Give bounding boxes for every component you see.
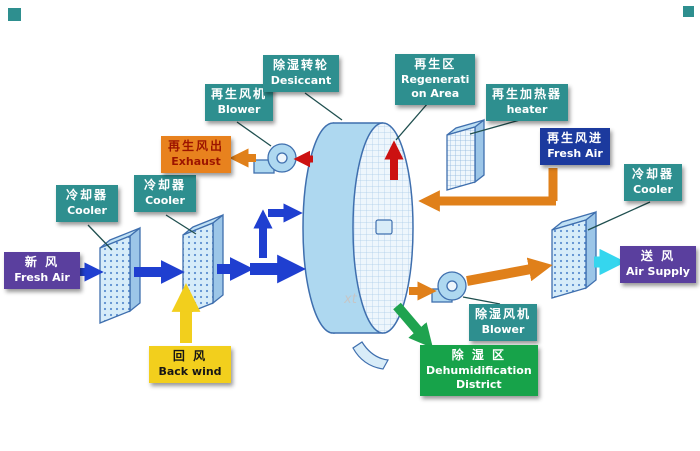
label-air-supply: 送 风 Air Supply (620, 246, 696, 283)
label-dehum-district: 除 湿 区 Dehumidification District (420, 345, 538, 397)
label-exhaust-en: Exhaust (171, 154, 221, 168)
label-pointer-lines (87, 92, 651, 305)
label-back-wind-en: Back wind (158, 364, 222, 378)
label-back-wind: 回 风 Back wind (149, 346, 231, 383)
label-fresh-air-in: 新 风 Fresh Air (4, 252, 80, 289)
label-regen-area-en2: on Area (411, 86, 460, 100)
label-cooler-1: 冷却器 Cooler (56, 185, 118, 222)
label-air-supply-en: Air Supply (626, 264, 690, 278)
label-cooler-2-zh: 冷却器 (143, 178, 186, 192)
label-regen-fresh-air: 再生风进 Fresh Air (540, 128, 610, 165)
heater-box (446, 118, 485, 191)
orange-flow-arrows (229, 148, 558, 301)
label-fresh-air-in-zh: 新 风 (24, 255, 60, 269)
corner-square-top-right (683, 6, 694, 17)
label-heater-zh: 再生加热器 (492, 87, 563, 101)
label-cooler-2-en: Cooler (145, 193, 185, 207)
label-dehum-blower-en: Blower (481, 322, 525, 336)
label-regen-area: 再生区 Regenerati on Area (395, 54, 476, 106)
label-air-supply-zh: 送 风 (640, 249, 676, 263)
label-cooler-1-en: Cooler (67, 203, 107, 217)
wheel-ribbon (352, 341, 389, 370)
label-regen-fresh-air-zh: 再生风进 (546, 131, 603, 145)
label-cooler-3-zh: 冷却器 (631, 167, 674, 181)
dehum-blower-unit (431, 271, 467, 303)
label-regen-blower: 再生风机 Blower (205, 84, 274, 121)
label-cooler-1-zh: 冷却器 (65, 188, 108, 202)
label-heater: 再生加热器 heater (486, 84, 569, 121)
label-regen-area-en1: Regenerati (401, 72, 470, 86)
label-regen-area-zh: 再生区 (414, 57, 457, 71)
label-dehum-district-en1: Dehumidification (426, 363, 532, 377)
wheel-axle (375, 219, 393, 235)
label-cooler-3: 冷却器 Cooler (624, 164, 682, 201)
label-exhaust-zh: 再生风出 (167, 139, 224, 153)
label-desiccant-zh: 除湿转轮 (272, 58, 329, 72)
blue-flow-arrows (80, 203, 306, 285)
label-cooler-3-en: Cooler (633, 182, 673, 196)
label-back-wind-zh: 回 风 (172, 349, 208, 363)
watermark-text: xt (344, 292, 357, 307)
corner-square-top-left (8, 8, 21, 21)
label-dehum-district-en2: District (455, 377, 502, 391)
regen-blower-unit (253, 143, 297, 174)
label-regen-blower-zh: 再生风机 (211, 87, 268, 101)
label-dehum-blower-zh: 除湿风机 (475, 307, 532, 321)
label-dehum-blower: 除湿风机 Blower (469, 304, 538, 341)
dehum-district-arrow (393, 302, 434, 349)
label-heater-en: heater (506, 102, 548, 116)
red-flow-arrows (293, 140, 404, 180)
label-regen-fresh-air-en: Fresh Air (547, 146, 603, 160)
label-dehum-district-zh: 除 湿 区 (451, 348, 506, 362)
label-exhaust: 再生风出 Exhaust (161, 136, 231, 173)
label-cooler-2: 冷却器 Cooler (134, 175, 196, 212)
label-desiccant: 除湿转轮 Desiccant (263, 55, 339, 92)
label-regen-blower-en: Blower (217, 102, 261, 116)
cooler-box-3 (551, 210, 597, 299)
label-desiccant-en: Desiccant (270, 73, 332, 87)
label-fresh-air-in-en: Fresh Air (14, 270, 70, 284)
